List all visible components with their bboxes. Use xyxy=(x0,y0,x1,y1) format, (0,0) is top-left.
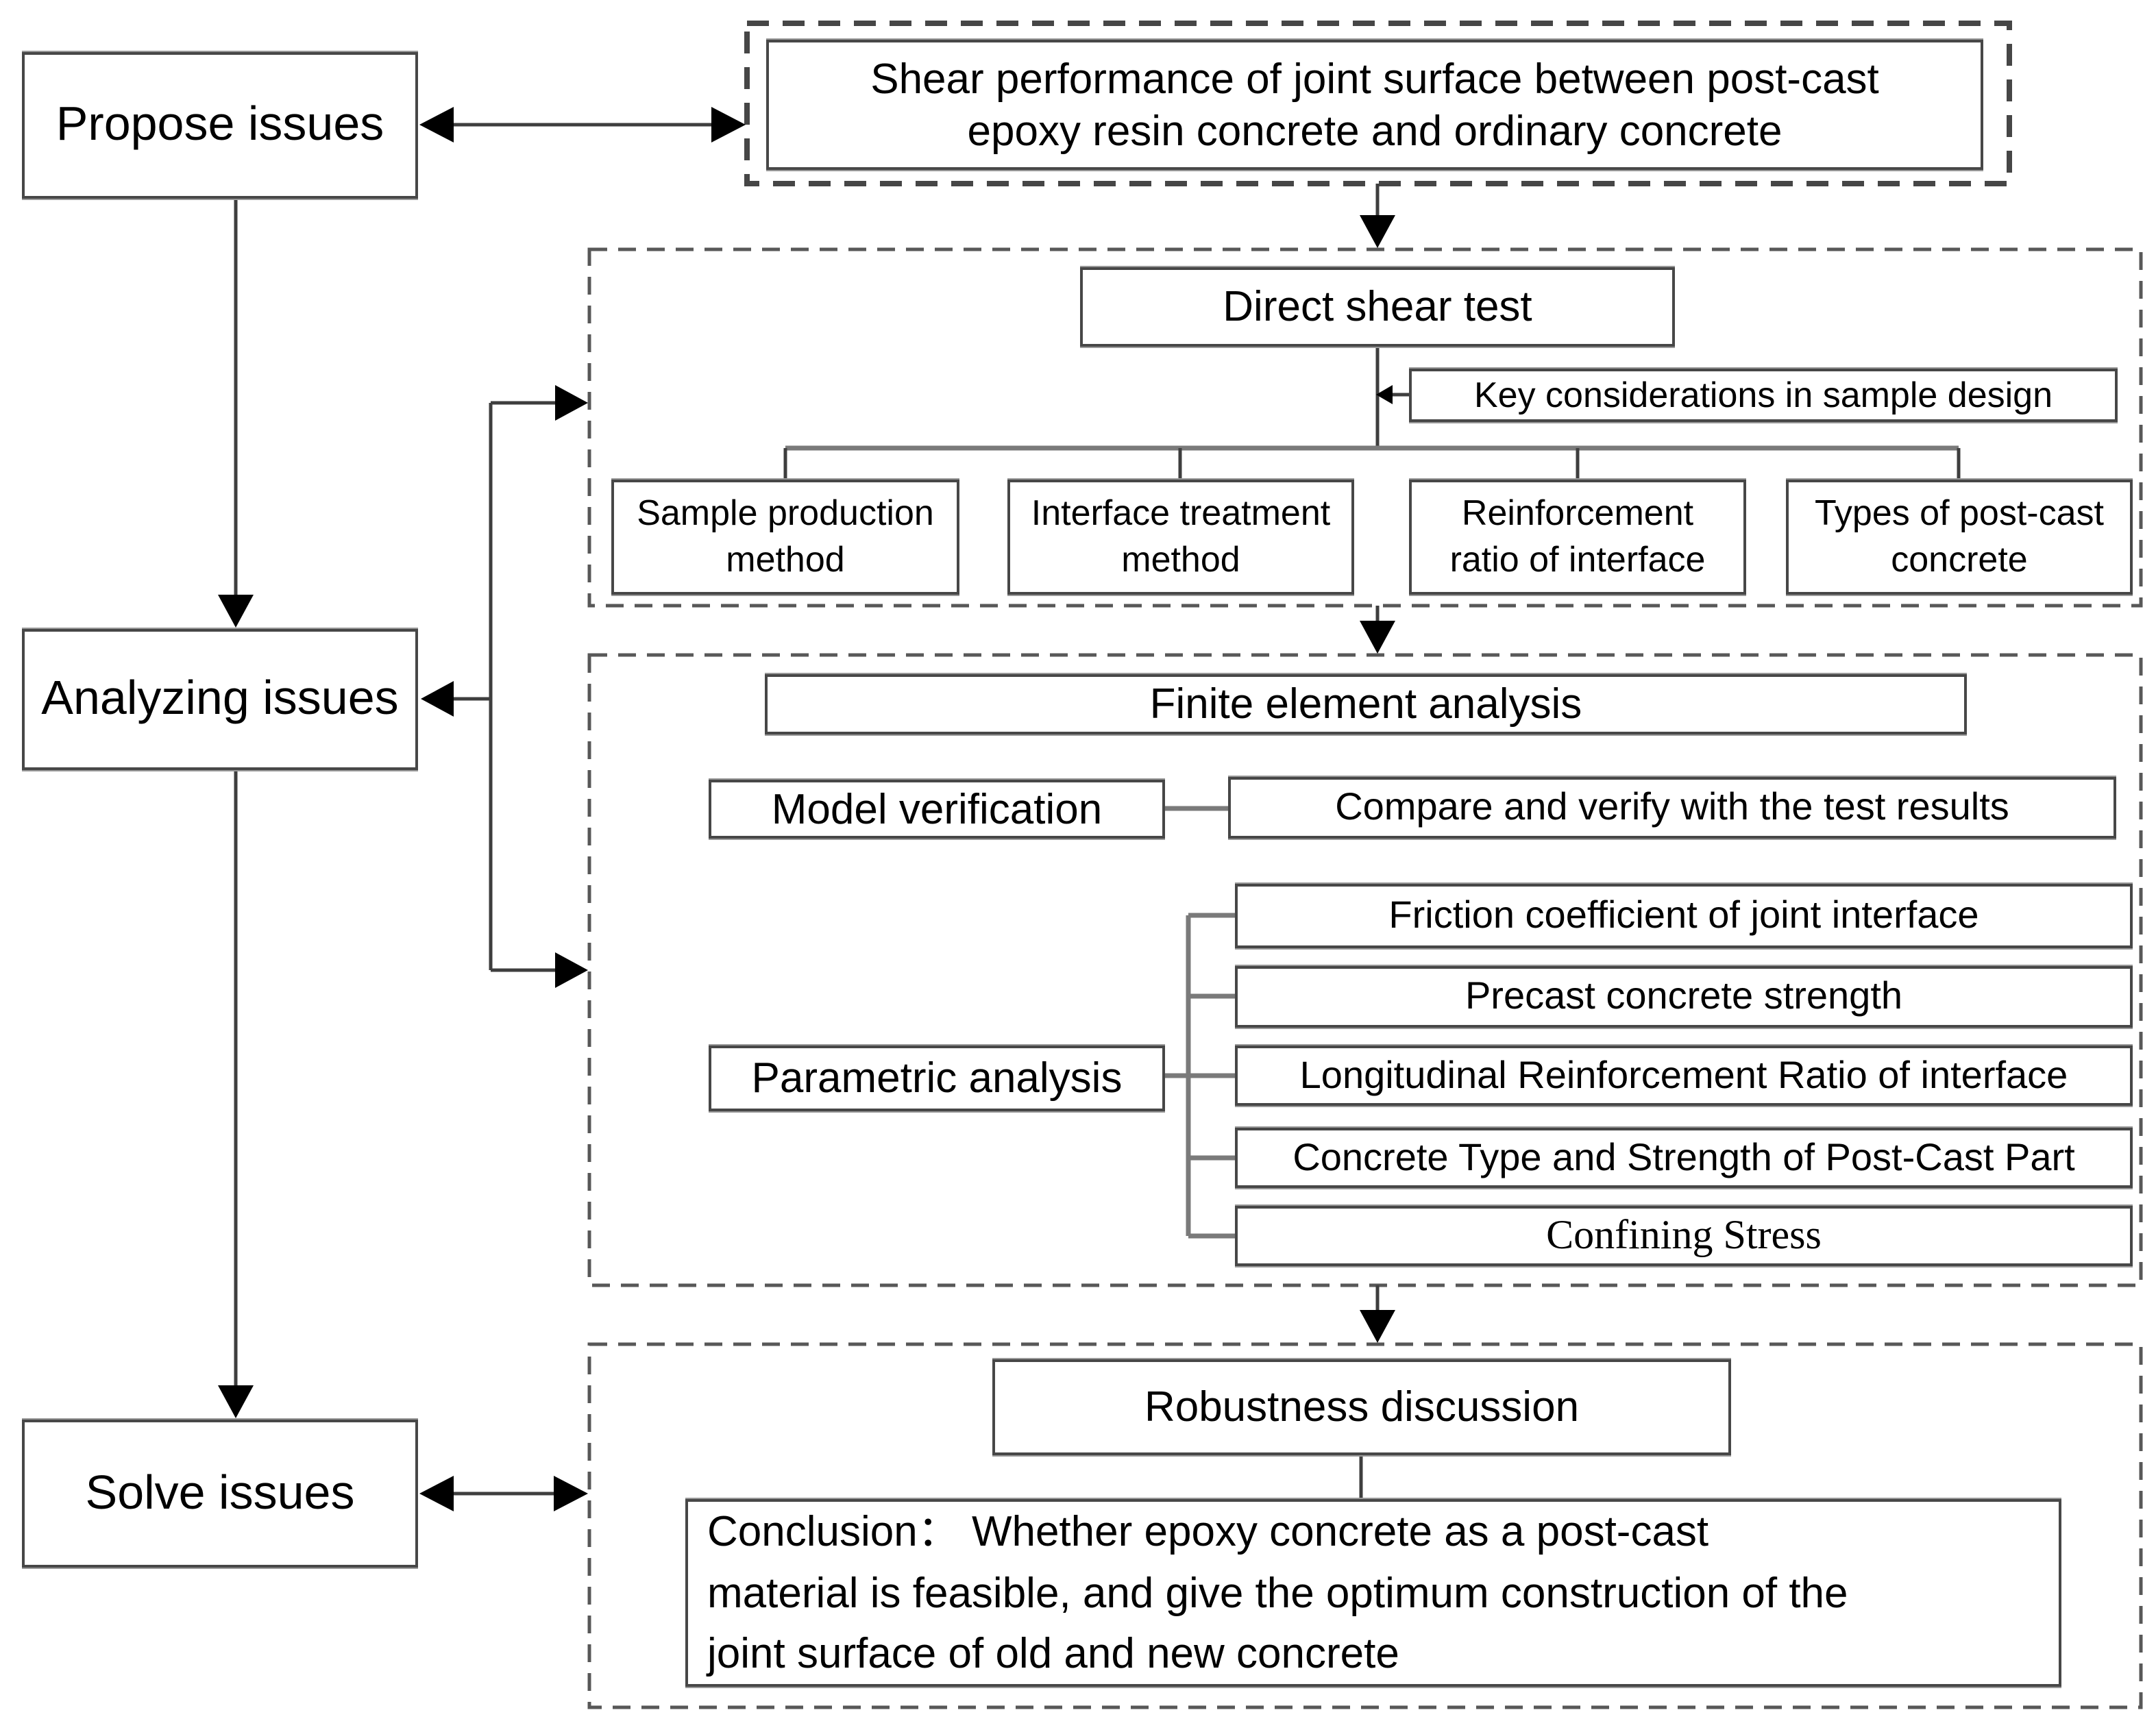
parametric-analysis-box: Parametric analysis xyxy=(709,1046,1165,1111)
longitudinal-reinforcement-box: Longitudinal Reinforcement Ratio of inte… xyxy=(1235,1046,2133,1106)
conclusion-dashed-container xyxy=(587,1342,2143,1709)
model-verification-box: Model verification xyxy=(709,780,1165,839)
solve-issues-box: Solve issues xyxy=(22,1420,418,1568)
test-to-fea-arrow xyxy=(1360,606,1395,654)
conclusion-box: Conclusion： Whether epoxy concrete as a … xyxy=(685,1499,2061,1687)
title-line: Shear performance of joint surface betwe… xyxy=(870,54,1879,103)
solve-conclusion-double-arrow xyxy=(419,1476,588,1511)
conclusion-line: material is feasible, and give the optim… xyxy=(707,1568,1848,1616)
conclusion-text: Conclusion： Whether epoxy concrete as a … xyxy=(707,1502,2039,1683)
key-considerations-box: Key considerations in sample design xyxy=(1409,369,2118,422)
parametric-bracket xyxy=(1165,913,1235,1239)
conclusion-line: joint surface of old and new concrete xyxy=(707,1629,1399,1677)
sample-production-method-box: Sample production method xyxy=(611,480,959,595)
confining-stress-box: Confining Stress xyxy=(1235,1206,2133,1266)
research-title-text: Shear performance of joint surface betwe… xyxy=(769,53,1981,156)
fea-to-conclusion-arrow xyxy=(1360,1285,1395,1343)
research-title-box: Shear performance of joint surface betwe… xyxy=(766,40,1983,170)
friction-coefficient-box: Friction coefficient of joint interface xyxy=(1235,884,2133,948)
propose-issues-box: Propose issues xyxy=(22,52,418,199)
title-to-test-arrow xyxy=(1360,184,1395,248)
types-post-cast-concrete-box: Types of post-cast concrete xyxy=(1786,480,2133,595)
finite-element-analysis-box: Finite element analysis xyxy=(765,674,1967,734)
analyzing-issues-box: Analyzing issues xyxy=(22,629,418,770)
concrete-type-strength-box: Concrete Type and Strength of Post-Cast … xyxy=(1235,1128,2133,1188)
analyzing-solve-arrow xyxy=(218,770,254,1418)
propose-title-double-arrow xyxy=(419,107,746,143)
interface-treatment-method-box: Interface treatment method xyxy=(1007,480,1354,595)
analyzing-branch-bracket xyxy=(421,385,588,988)
test-children-distributor xyxy=(783,445,1961,480)
title-line: epoxy resin concrete and ordinary concre… xyxy=(967,106,1783,154)
conclusion-line: Conclusion： Whether epoxy concrete as a … xyxy=(707,1507,1709,1556)
key-considerations-arrow xyxy=(1376,385,1409,404)
compare-verify-box: Compare and verify with the test results xyxy=(1228,777,2116,839)
direct-shear-dashed-container xyxy=(587,247,2143,608)
title-dashed-container xyxy=(744,21,2012,186)
robustness-discussion-box: Robustness discussion xyxy=(992,1359,1731,1455)
direct-shear-test-box: Direct shear test xyxy=(1080,267,1675,347)
reinforcement-ratio-box: Reinforcement ratio of interface xyxy=(1409,480,1746,595)
propose-analyzing-arrow xyxy=(218,199,254,628)
precast-strength-box: Precast concrete strength xyxy=(1235,966,2133,1028)
